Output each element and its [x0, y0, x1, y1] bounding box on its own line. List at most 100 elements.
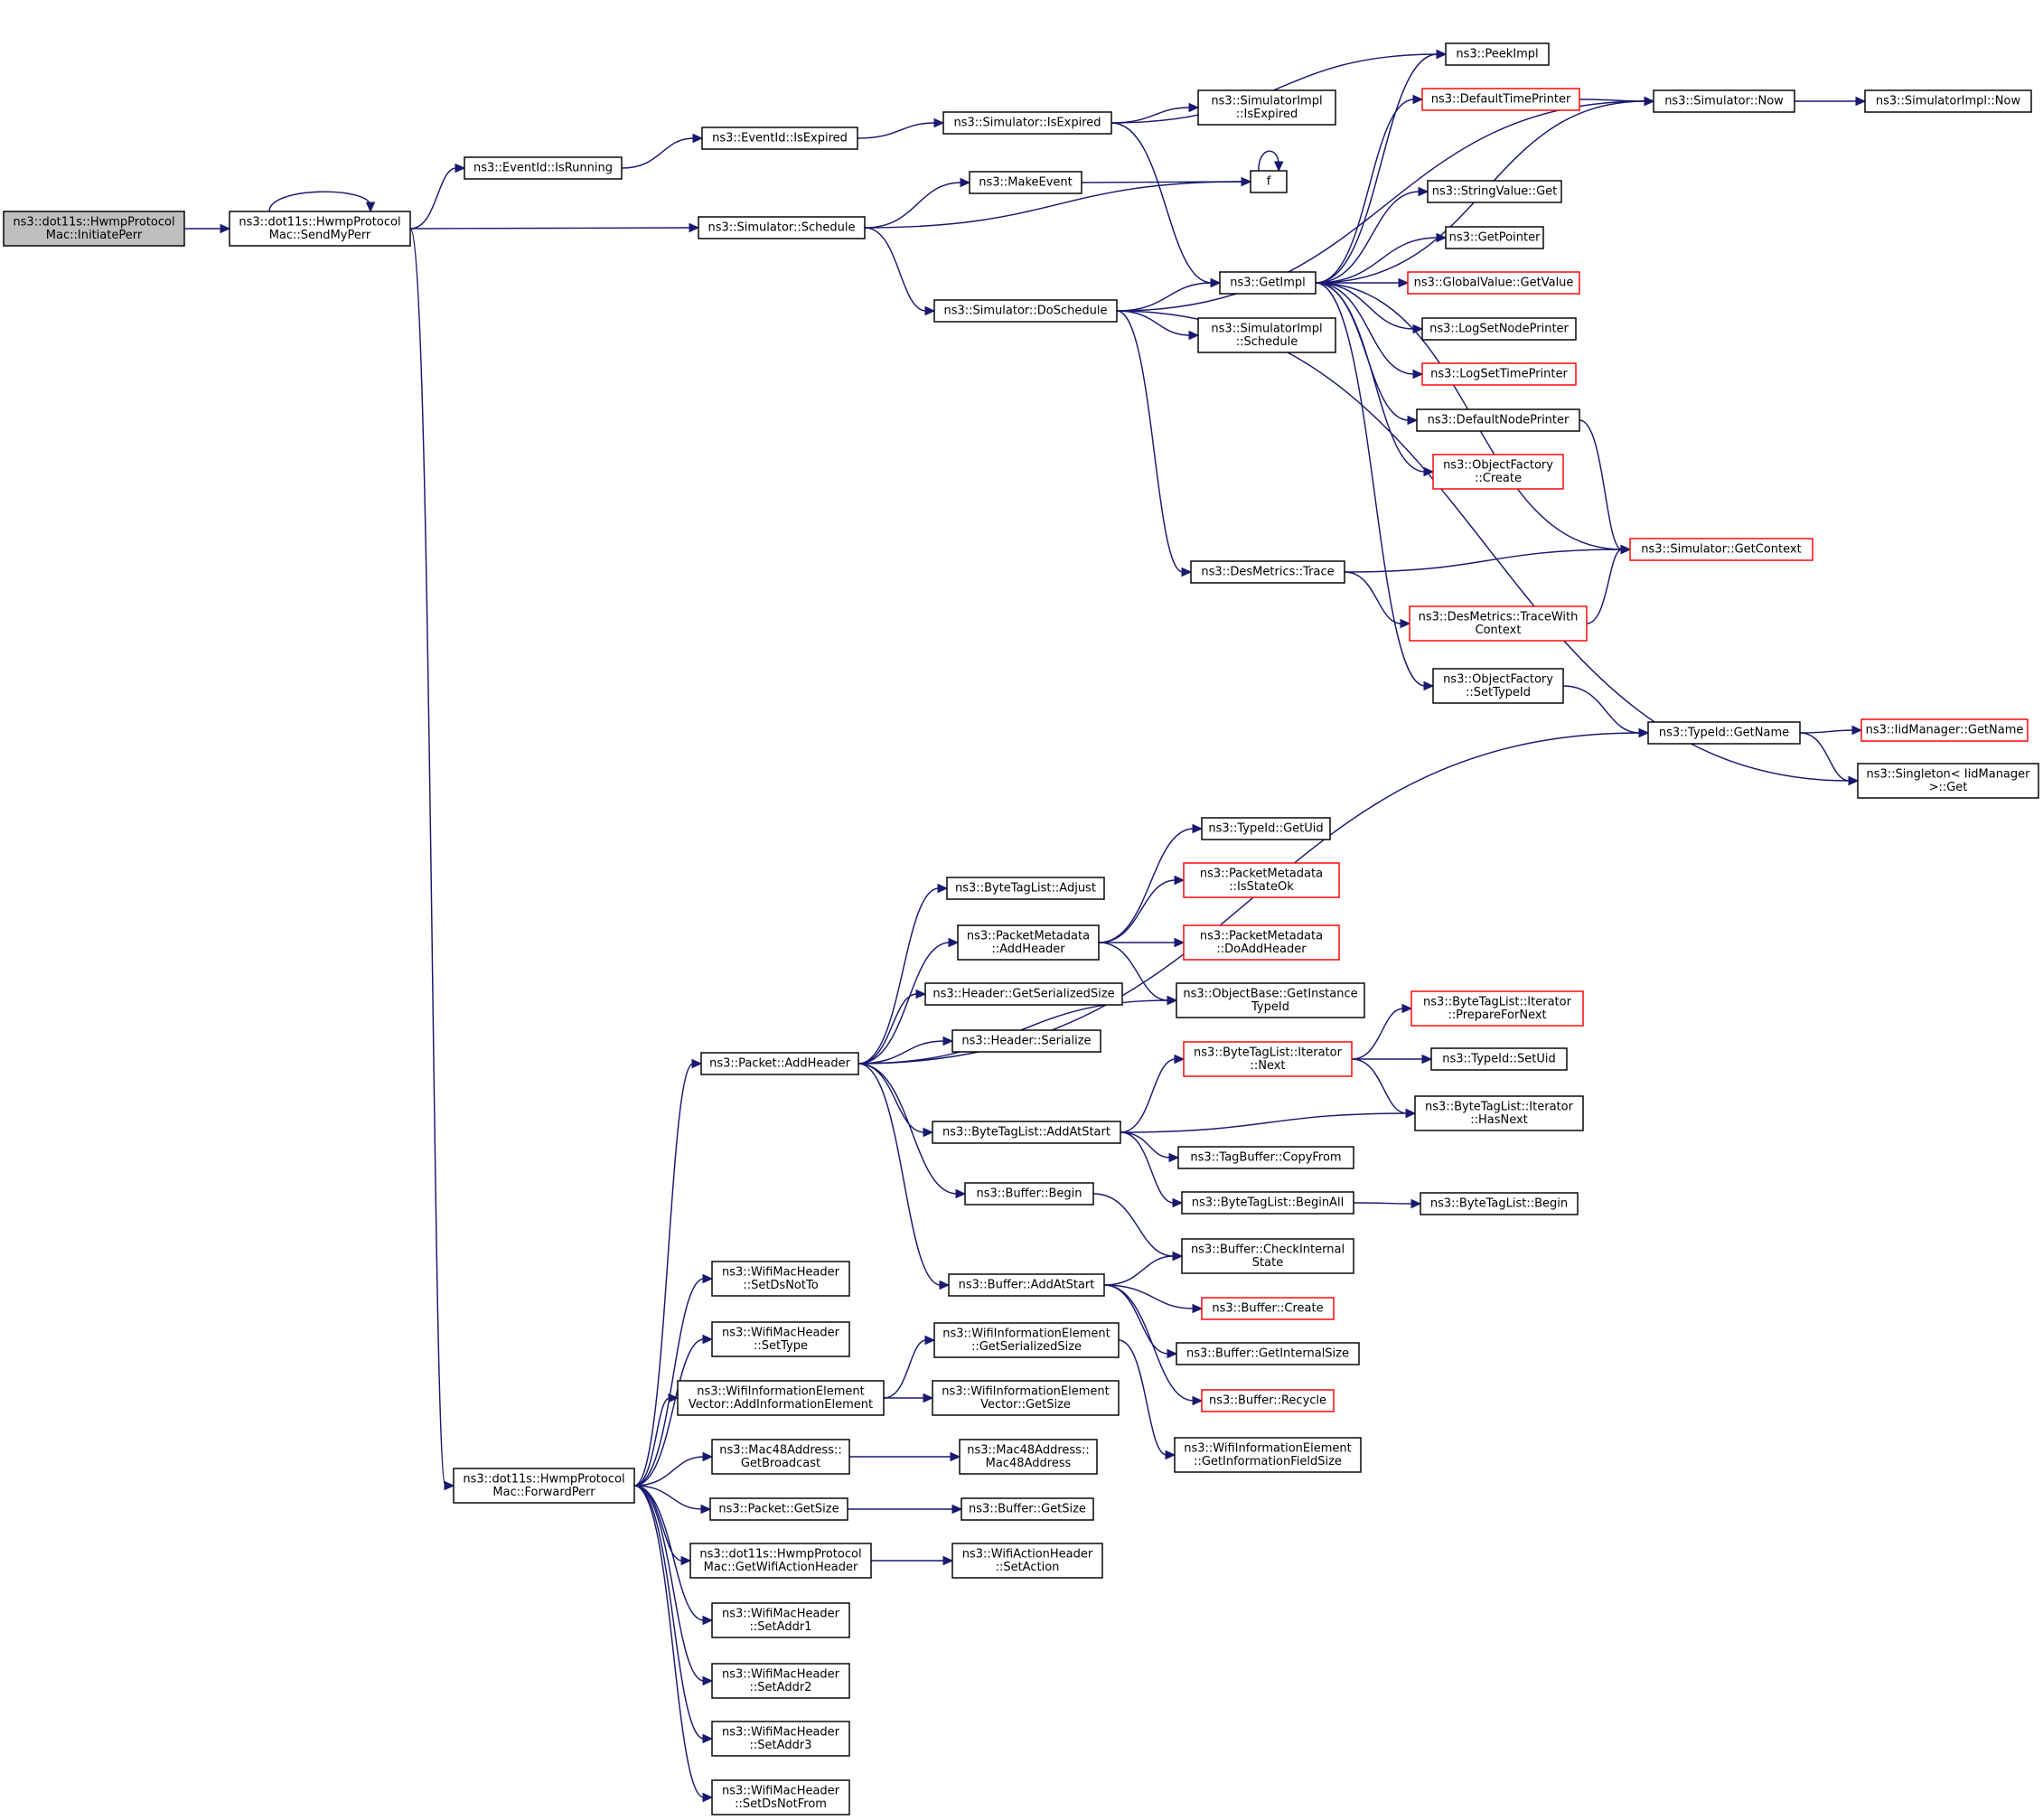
edge-n17-n24: [1116, 310, 1193, 577]
node-n11[interactable]: ns3::MakeEvent: [969, 171, 1082, 194]
node-n8[interactable]: ns3::Simulator::Now: [1653, 89, 1795, 113]
node-n34[interactable]: ns3::PacketMetadata::DoAddHeader: [1183, 924, 1340, 961]
node-n43[interactable]: ns3::ByteTagList::Iterator::HasNext: [1414, 1095, 1584, 1131]
edge-n7-n8: [1579, 96, 1655, 107]
node-n33[interactable]: ns3::PacketMetadata::AddHeader: [957, 924, 1100, 961]
node-n2[interactable]: ns3::EventId::IsRunning: [464, 156, 623, 180]
node-n40[interactable]: ns3::TypeId::SetUid: [1430, 1047, 1568, 1071]
node-layer: ns3::dot11s::HwmpProtocolMac::InitiatePe…: [3, 42, 2039, 1815]
node-n41[interactable]: ns3::Packet::AddHeader: [700, 1052, 859, 1075]
node-n56[interactable]: ns3::WifiInformationElementVector::GetSi…: [932, 1380, 1120, 1416]
node-n69[interactable]: ns3::WifiMacHeader::SetDsNotFrom: [711, 1779, 850, 1815]
node-box: [946, 877, 1105, 900]
node-n7[interactable]: ns3::DefaultTimePrinter: [1421, 88, 1580, 111]
node-box: [1421, 317, 1577, 341]
node-n58[interactable]: ns3::Mac48Address::GetBroadcast: [711, 1439, 850, 1475]
edge-n58-n59: [849, 1451, 961, 1462]
node-label: ns3::Packet::GetSize: [718, 1503, 839, 1516]
node-n5[interactable]: ns3::PeekImpl: [1445, 42, 1550, 66]
node-n47[interactable]: ns3::ByteTagList::Begin: [1420, 1192, 1579, 1215]
edge-n24-n23: [1344, 544, 1632, 573]
node-box: [709, 1497, 848, 1521]
node-n18[interactable]: ns3::SimulatorImpl::Schedule: [1197, 317, 1336, 353]
node-n26[interactable]: ns3::ObjectFactory::SetTypeId: [1432, 668, 1564, 704]
node-n13[interactable]: ns3::StringValue::Get: [1427, 180, 1562, 203]
node-label: ::IsExpired: [1236, 108, 1298, 121]
node-n62[interactable]: ns3::Packet::GetSize: [709, 1497, 848, 1521]
node-n55[interactable]: ns3::WifiInformationElementVector::AddIn…: [677, 1380, 885, 1416]
node-n31[interactable]: ns3::ByteTagList::Adjust: [946, 877, 1105, 900]
node-box: [932, 1380, 1120, 1416]
node-label: ns3::Buffer::GetInternalSize: [1186, 1347, 1349, 1361]
node-n44[interactable]: ns3::TagBuffer::CopyFrom: [1177, 1146, 1354, 1169]
node-n32[interactable]: ns3::PacketMetadata::IsStateOk: [1183, 862, 1340, 898]
node-n61[interactable]: ns3::dot11s::HwmpProtocolMac::ForwardPer…: [453, 1468, 635, 1504]
node-n0[interactable]: ns3::dot11s::HwmpProtocolMac::InitiatePe…: [3, 211, 185, 247]
node-n24[interactable]: ns3::DesMetrics::Trace: [1190, 560, 1345, 584]
node-n16[interactable]: ns3::GlobalValue::GetValue: [1407, 271, 1580, 295]
node-n67[interactable]: ns3::WifiMacHeader::SetAddr2: [711, 1663, 850, 1699]
node-n64[interactable]: ns3::dot11s::HwmpProtocolMac::GetWifiAct…: [689, 1543, 872, 1579]
node-n10[interactable]: ns3::Simulator::Schedule: [698, 216, 866, 239]
node-n46[interactable]: ns3::ByteTagList::BeginAll: [1181, 1191, 1354, 1215]
node-n38[interactable]: ns3::Header::Serialize: [951, 1029, 1101, 1053]
node-n57[interactable]: ns3::Buffer::Recycle: [1201, 1389, 1335, 1412]
node-n20[interactable]: ns3::LogSetTimePrinter: [1421, 362, 1577, 386]
edge-n15-n13: [1315, 186, 1429, 284]
edge-n15-n5: [1315, 49, 1448, 284]
node-n30[interactable]: ns3::TypeId::GetUid: [1201, 817, 1331, 840]
node-n29[interactable]: ns3::Singleton< IidManager>::Get: [1857, 763, 2039, 799]
node-n17[interactable]: ns3::Simulator::DoSchedule: [933, 299, 1118, 323]
node-n27[interactable]: ns3::TypeId::GetName: [1647, 721, 1801, 745]
node-label: ns3::DefaultNodePrinter: [1428, 414, 1570, 427]
node-box: [951, 1029, 1101, 1053]
node-n53[interactable]: ns3::WifiInformationElement::GetSerializ…: [933, 1322, 1120, 1358]
edge-n41-n38: [857, 1036, 954, 1065]
node-n51[interactable]: ns3::Buffer::Create: [1201, 1297, 1335, 1320]
node-n66[interactable]: ns3::WifiMacHeader::SetAddr1: [711, 1602, 850, 1638]
node-n15[interactable]: ns3::GetImpl: [1219, 271, 1317, 295]
node-n54[interactable]: ns3::Buffer::GetInternalSize: [1176, 1342, 1360, 1365]
node-n3[interactable]: ns3::EventId::IsExpired: [701, 127, 858, 150]
node-n63[interactable]: ns3::Buffer::GetSize: [961, 1497, 1094, 1521]
node-label: f: [1267, 175, 1271, 189]
edge-n2-n3: [621, 133, 704, 169]
node-box: [1445, 42, 1550, 66]
node-n42[interactable]: ns3::ByteTagList::AddAtStart: [932, 1121, 1121, 1144]
node-n59[interactable]: ns3::Mac48Address::Mac48Address: [959, 1439, 1098, 1475]
node-n9[interactable]: ns3::SimulatorImpl::Now: [1864, 89, 2032, 113]
node-label: ::GetSerializedSize: [971, 1340, 1082, 1354]
node-n65[interactable]: ns3::WifiActionHeader::SetAction: [951, 1543, 1103, 1579]
node-label: ns3::Header::GetSerializedSize: [932, 988, 1114, 1001]
node-label: ::SetType: [754, 1339, 808, 1353]
node-n68[interactable]: ns3::WifiMacHeader::SetAddr3: [711, 1721, 850, 1757]
node-n23[interactable]: ns3::Simulator::GetContext: [1629, 538, 1813, 561]
node-box: [1432, 668, 1564, 704]
node-n12[interactable]: f: [1250, 170, 1288, 193]
node-n21[interactable]: ns3::DefaultNodePrinter: [1416, 408, 1580, 432]
node-n6[interactable]: ns3::SimulatorImpl::IsExpired: [1197, 89, 1336, 126]
node-n37[interactable]: ns3::ByteTagList::Iterator::PrepareForNe…: [1410, 990, 1584, 1027]
node-label: ::SetDsNotFrom: [735, 1797, 827, 1811]
node-n60[interactable]: ns3::WifiInformationElement::GetInformat…: [1174, 1437, 1362, 1473]
node-n19[interactable]: ns3::LogSetNodePrinter: [1421, 317, 1577, 341]
node-n28[interactable]: ns3::IidManager::GetName: [1860, 718, 2029, 742]
node-n49[interactable]: ns3::WifiMacHeader::SetDsNotTo: [711, 1261, 850, 1297]
node-label: Mac48Address: [986, 1457, 1072, 1470]
node-n39[interactable]: ns3::ByteTagList::Iterator::Next: [1183, 1041, 1353, 1077]
node-box: [711, 1663, 850, 1699]
node-label: Mac::ForwardPerr: [492, 1486, 595, 1499]
node-n35[interactable]: ns3::Header::GetSerializedSize: [924, 982, 1123, 1006]
node-n4[interactable]: ns3::Simulator::IsExpired: [942, 111, 1112, 135]
node-n50[interactable]: ns3::Buffer::AddAtStart: [948, 1273, 1105, 1297]
edge-n39-n37: [1351, 1003, 1413, 1060]
node-box: [961, 1497, 1094, 1521]
node-n45[interactable]: ns3::Buffer::Begin: [964, 1182, 1094, 1206]
node-n14[interactable]: ns3::GetPointer: [1445, 226, 1544, 249]
node-n52[interactable]: ns3::WifiMacHeader::SetType: [711, 1321, 850, 1357]
node-n22[interactable]: ns3::ObjectFactory::Create: [1432, 454, 1564, 490]
